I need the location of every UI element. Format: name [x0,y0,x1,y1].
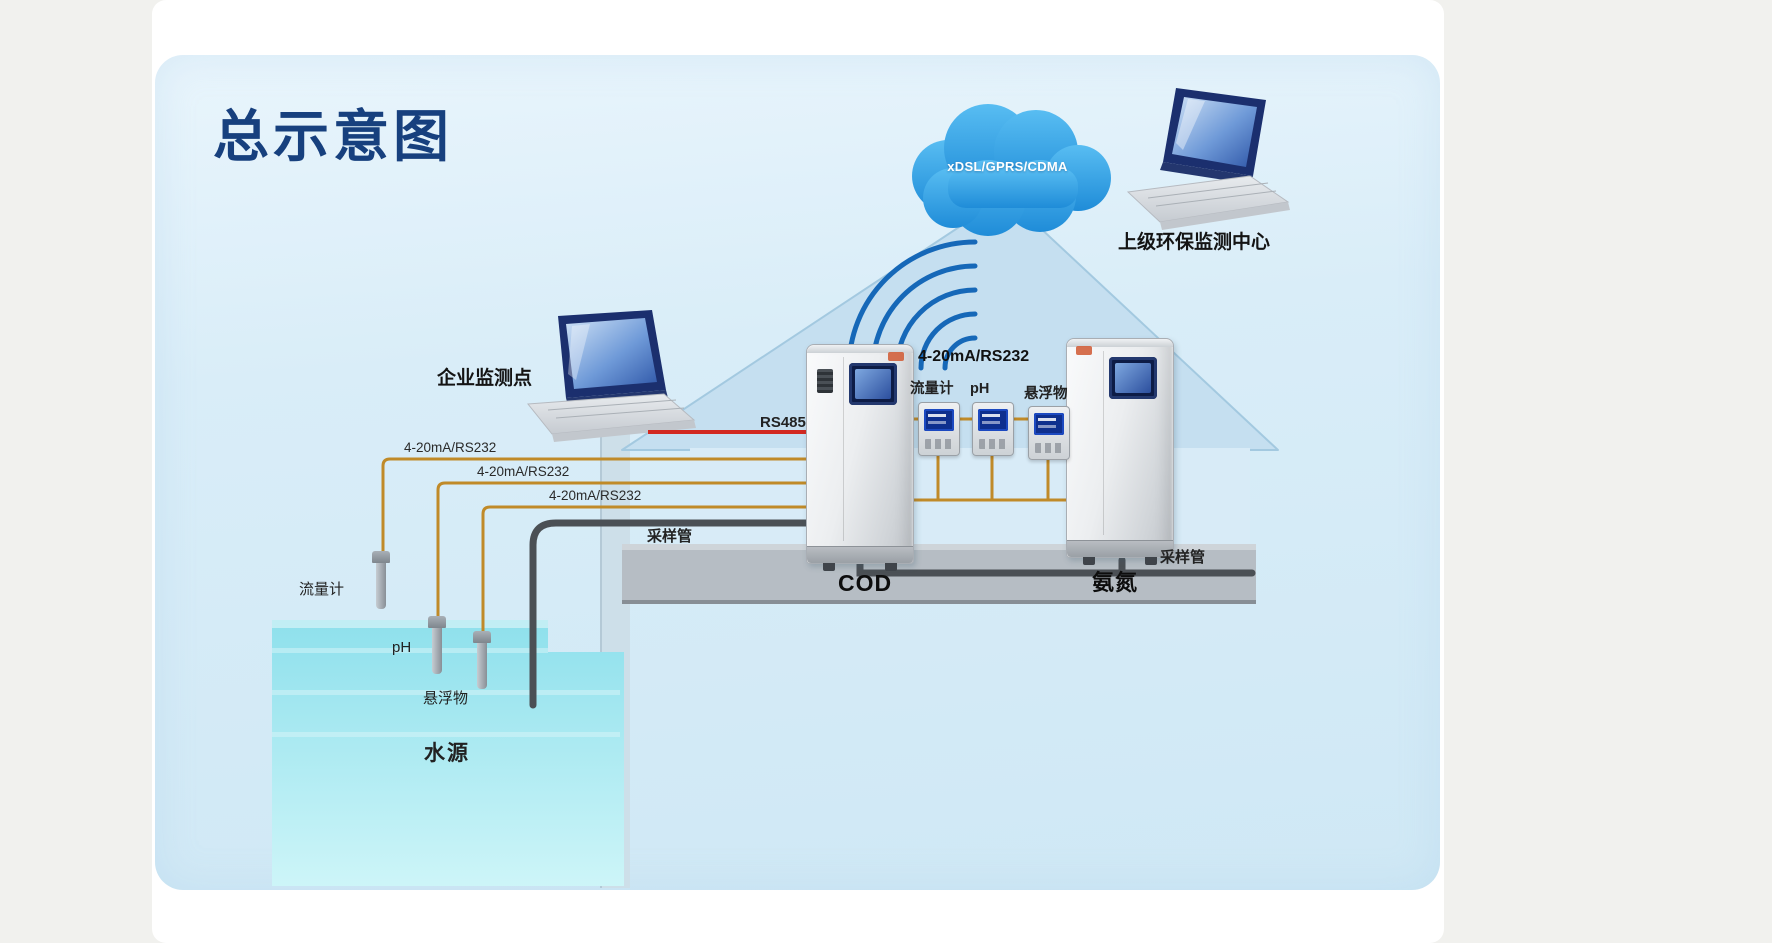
cabinet-foot [823,563,835,571]
ss-transmitter-panel [1028,406,1070,460]
laptop-enterprise-icon [527,310,696,442]
transmitter-screen [1034,413,1064,435]
cabinet-door-seam [1103,351,1104,535]
laptop-center-icon [1126,88,1290,230]
ss-sensor-icon [473,631,491,689]
transmitter-buttons [979,439,1007,449]
transmitter-buttons [925,439,953,449]
ph-sensor-icon [428,616,446,674]
flow-sensor-label: 流量计 [299,581,345,598]
cabinet-foot [1083,557,1095,565]
monitoring-center-label: 上级环保监测中心 [1118,232,1271,253]
cod-analyzer-cabinet [806,344,914,571]
cod-label: COD [838,570,893,596]
wire2-label: 4-20mA/RS232 [477,464,570,479]
wire1-label: 4-20mA/RS232 [404,440,497,455]
ammonia-analyzer-screen [1109,357,1157,399]
cabinet-foot [1145,557,1157,565]
wire3-label: 4-20mA/RS232 [549,488,642,503]
sampling-pipe-left-label: 采样管 [647,528,693,545]
bus-label: 4-20mA/RS232 [918,348,1030,365]
transmitter-screen [924,409,954,431]
cabinet-top [1067,339,1173,347]
cabinet-foot [885,563,897,571]
brand-logo-icon [888,352,904,361]
transmitter-screen [978,409,1008,431]
enterprise-site-label: 企业监测点 [437,368,533,389]
house [621,195,1279,604]
rs485-label: RS485 [760,414,806,431]
cabinet-door-seam [843,357,844,541]
flow-transmitter-panel [918,402,960,456]
cabinet-kick-plate [807,546,913,563]
ph-panel-label: pH [970,381,990,397]
water-source-label: 水源 [424,742,470,765]
cabinet-vent-icon [817,369,833,393]
cloud-icon [912,104,1111,236]
ph-sensor-label: pH [392,639,412,656]
ammonia-analyzer-cabinet [1066,338,1174,565]
sampling-pipe-right-label: 采样管 [1160,549,1206,566]
cod-analyzer-screen [849,363,897,405]
cloud-network-label: xDSL/GPRS/CDMA [947,159,1068,174]
ss-sensor-label: 悬浮物 [423,690,469,707]
brand-logo-icon [1076,346,1092,355]
transmitter-buttons [1035,443,1063,453]
ammonia-label: 氨氮 [1092,570,1139,595]
flow-sensor-icon [372,551,390,609]
cabinet-top [807,345,913,353]
flow-panel-label: 流量计 [910,381,954,397]
cabinet-kick-plate [1067,540,1173,557]
ss-panel-label: 悬浮物 [1024,386,1068,402]
ph-transmitter-panel [972,402,1014,456]
diagram-title: 总示意图 [213,105,453,168]
